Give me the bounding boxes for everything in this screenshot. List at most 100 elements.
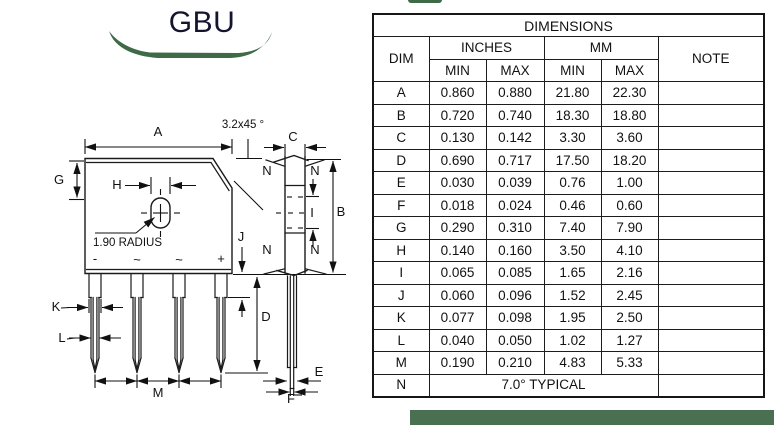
logo-title: GBU [169, 6, 236, 39]
inches-min: 0.018 [428, 193, 487, 217]
mm-min: 18.30 [543, 103, 602, 127]
dim-f-label: F [287, 391, 295, 406]
dim-d: D [225, 276, 271, 374]
dim-g: G [54, 160, 84, 201]
side-view-lead [286, 275, 298, 390]
dim-k-label: K [52, 299, 61, 314]
draft-angle-labels: N N N N [262, 163, 319, 257]
mm-max: 2.45 [600, 283, 659, 307]
mm-min: 17.50 [543, 148, 602, 172]
dim-i: I [306, 179, 319, 246]
footer-green-bar [410, 410, 774, 425]
dim-label: F [372, 193, 430, 217]
mm-max: 0.60 [600, 193, 659, 217]
dim-label: A [372, 81, 430, 105]
inches-min: 0.130 [428, 126, 487, 150]
dim-m-label: M [153, 385, 164, 400]
inches-min: 0.690 [428, 148, 487, 172]
chamfer-callout: 3.2x45 ° [222, 119, 264, 211]
col-header-min: MIN [428, 58, 487, 82]
inches-max: 0.740 [485, 103, 545, 127]
mm-min: 0.46 [543, 193, 602, 217]
inches-max: 0.142 [485, 126, 545, 150]
dim-h-label: H [112, 177, 121, 192]
note-cell [657, 216, 765, 240]
dim-label: E [372, 171, 430, 195]
inches-max: 0.085 [485, 261, 545, 285]
mm-max: 18.80 [600, 103, 659, 127]
mm-max: 1.00 [600, 171, 659, 195]
inches-min: 0.720 [428, 103, 487, 127]
dim-label: L [372, 328, 430, 352]
radius-callout: 1.90 RADIUS [93, 217, 162, 249]
note-cell [657, 148, 765, 172]
inches-min: 0.065 [428, 261, 487, 285]
mounting-hole-slot [141, 189, 180, 237]
inches-max: 0.024 [485, 193, 545, 217]
dim-l-label: L [58, 330, 65, 345]
inches-max: 0.050 [485, 328, 545, 352]
col-header-max: MAX [485, 58, 545, 82]
mm-max: 5.33 [600, 351, 659, 375]
mm-max: 1.27 [600, 328, 659, 352]
mm-min: 4.83 [543, 351, 602, 375]
note-cell [657, 351, 765, 375]
col-header-dim: DIM [372, 36, 430, 82]
dim-k: K [52, 299, 123, 314]
inches-min: 0.190 [428, 351, 487, 375]
col-header-inches: INCHES [428, 36, 545, 60]
mm-min: 7.40 [543, 216, 602, 240]
dim-e: E [263, 364, 324, 385]
dim-label: I [372, 261, 430, 285]
note-cell [657, 328, 765, 352]
mm-max: 18.20 [600, 148, 659, 172]
inches-min: 0.140 [428, 238, 487, 262]
draft-angle-label: N [310, 242, 319, 257]
inches-max: 0.880 [485, 81, 545, 105]
inches-max: 0.310 [485, 216, 545, 240]
dimensions-table: DIMENSIONS DIM INCHES MM NOTE MIN MAX MI… [372, 13, 766, 398]
table-title-row: DIMENSIONS [372, 13, 765, 37]
table-subheader-row: MIN MAX MIN MAX [373, 58, 764, 82]
dim-label: M [372, 351, 430, 375]
note-cell [657, 283, 765, 307]
dim-m: M [94, 374, 222, 400]
mm-min: 1.95 [543, 306, 602, 330]
inches-min: 0.040 [428, 328, 487, 352]
inches-max: 0.717 [485, 148, 545, 172]
dim-e-label: E [315, 364, 324, 379]
dim-h: H [112, 177, 196, 194]
draft-angle-label: N [262, 242, 271, 257]
note-cell [657, 81, 765, 105]
mm-min: 1.65 [543, 261, 602, 285]
note-cell [657, 126, 765, 150]
mm-min: 1.52 [543, 283, 602, 307]
inches-max: 0.039 [485, 171, 545, 195]
inches-min: 0.030 [428, 171, 487, 195]
draft-angle-label: N [262, 163, 271, 178]
inches-max: 0.096 [485, 283, 545, 307]
dim-label: G [372, 216, 430, 240]
front-view-body [84, 157, 233, 275]
terminal-marks: - ~ ~ + [93, 251, 225, 267]
dim-label: H [372, 238, 430, 262]
col-header-note: NOTE [657, 36, 765, 82]
mm-min: 21.80 [543, 81, 602, 105]
note-cell [657, 373, 765, 397]
note-cell [657, 238, 765, 262]
dim-c-label: C [288, 129, 297, 144]
inches-max: 0.160 [485, 238, 545, 262]
mm-max: 2.16 [600, 261, 659, 285]
col-header-mm: MM [543, 36, 659, 60]
table-header-row: DIM INCHES MM NOTE [372, 36, 765, 82]
